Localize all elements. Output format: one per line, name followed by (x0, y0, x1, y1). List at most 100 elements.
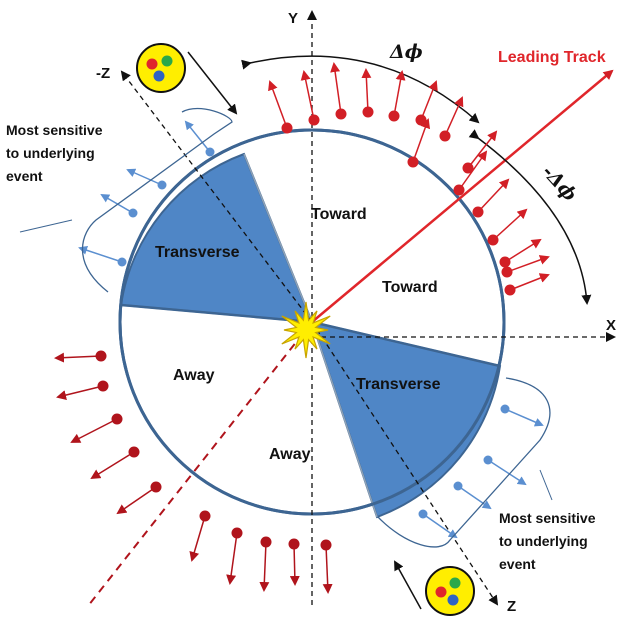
toward-particle (407, 118, 431, 168)
particle-dot (504, 284, 516, 296)
particle-arrow-icon (322, 544, 333, 594)
particle-dot (231, 527, 243, 539)
toward-particle (499, 238, 542, 268)
transverse-particle (483, 455, 527, 486)
transverse-left-label: Transverse (155, 244, 240, 261)
transverse-particle (184, 120, 215, 157)
particle-arrow-icon (184, 120, 211, 153)
minus-delta-phi-arc (468, 129, 592, 305)
particle-arrow-icon (226, 532, 238, 585)
particle-dot (335, 108, 347, 120)
transverse-sector-right (310, 320, 502, 519)
particle-arrow-icon (56, 385, 104, 400)
particle-arrow-icon (504, 238, 542, 263)
quark-green (161, 55, 173, 67)
particle-dot (362, 106, 374, 118)
particle-arrow-icon (420, 80, 438, 121)
proton-direction-arrow (394, 560, 422, 610)
left-note-line-2: to underlying (6, 145, 95, 161)
particle-dot (111, 413, 123, 425)
boundary-line (311, 320, 501, 368)
transverse-particle (500, 404, 544, 427)
particle-dot (483, 455, 493, 465)
collision-star-icon (281, 301, 331, 359)
leading-track-arrow (311, 69, 614, 323)
particle-arrow-icon (506, 255, 550, 273)
particle-arrow-icon (330, 62, 342, 115)
particle-arrow-icon (268, 80, 288, 129)
proton-icon (136, 43, 186, 93)
minus-z-axis (120, 70, 313, 323)
particle-dot (128, 208, 138, 218)
particle-dot (199, 510, 211, 522)
boundary-line (243, 153, 313, 323)
particle-arrow-icon (189, 515, 206, 562)
away-particle (56, 380, 109, 400)
transverse-particle (126, 168, 167, 190)
left-bracket (81, 107, 233, 293)
toward-particle (361, 68, 374, 118)
away-particle (90, 446, 140, 480)
transverse-sector-left (119, 152, 314, 324)
boundary-line (120, 303, 313, 324)
particle-dot (308, 114, 320, 126)
particle-dot (95, 350, 107, 362)
proton-icon (425, 566, 475, 616)
particle-arrow-icon (90, 451, 135, 480)
right-note-line-1: Most sensitive (499, 510, 596, 526)
particle-dot (499, 256, 511, 268)
particle-dot (157, 180, 167, 190)
particle-dot (472, 206, 484, 218)
leading-track: Leading Track (311, 49, 614, 323)
particle-dot (500, 404, 510, 414)
particle-arrow-icon (487, 459, 527, 486)
particle-dot (501, 266, 513, 278)
particle-arrow-icon (361, 68, 372, 113)
proton-body (136, 43, 186, 93)
particle-arrow-icon (126, 168, 163, 186)
y-axis-label: Y (288, 10, 298, 27)
away-lower-label: Away (269, 446, 311, 463)
particle-arrow-icon (393, 70, 406, 117)
right-bracket (377, 377, 551, 548)
away-particle (320, 539, 333, 594)
particle-arrow-icon (467, 130, 498, 169)
particle-dot (288, 538, 300, 550)
quark-red (435, 586, 447, 598)
left-note-line-1: Most sensitive (6, 122, 103, 138)
left-note-line-3: event (6, 168, 43, 184)
particle-arrow-icon (300, 70, 315, 121)
particle-arrow-icon (457, 485, 492, 510)
particle-arrow-icon (289, 543, 300, 586)
delta-phi-arc (241, 55, 480, 124)
away-particle (288, 538, 300, 586)
transverse-particle (78, 245, 127, 267)
toward-particle (388, 70, 406, 122)
toward-particle (439, 96, 464, 142)
particle-dot (150, 481, 162, 493)
delta-phi-label: Δϕ (389, 41, 423, 63)
transverse-right-label: Transverse (356, 376, 441, 393)
particle-dot (128, 446, 140, 458)
particle-arrow-icon (509, 273, 550, 291)
toward-particle (415, 80, 438, 126)
particle-arrow-icon (412, 118, 431, 163)
away-track-line (87, 321, 313, 607)
right-note-line-2: to underlying (499, 533, 588, 549)
away-particle (54, 350, 107, 363)
axes: Y X Z -Z (87, 10, 616, 615)
particle-dot (97, 380, 109, 392)
particle-arrow-icon (444, 96, 464, 137)
particle-dot (453, 184, 465, 196)
particle-dot (388, 110, 400, 122)
leading-track-label: Leading Track (498, 49, 606, 66)
particle-dot (407, 156, 419, 168)
away-particle (70, 413, 123, 443)
toward-particle (462, 130, 498, 174)
particle-dot (418, 509, 428, 519)
minus-delta-phi-label: -Δϕ (538, 161, 582, 206)
quark-red (146, 58, 158, 70)
particle-arrow-icon (477, 178, 510, 213)
away-particle (189, 510, 211, 562)
minus-z-axis-label: -Z (96, 65, 110, 82)
